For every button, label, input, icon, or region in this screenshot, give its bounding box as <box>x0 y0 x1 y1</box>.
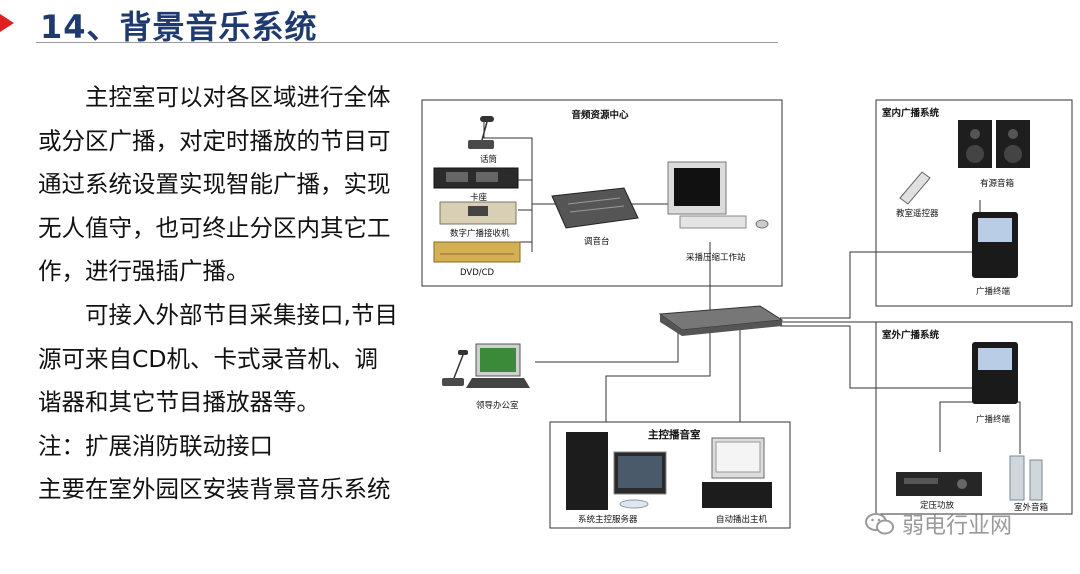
outdoor-speaker-icon <box>1009 455 1043 501</box>
label-mic: 话筒 <box>480 154 497 165</box>
tuner-icon <box>439 201 517 225</box>
remote-control-icon <box>899 171 931 205</box>
source-center-title: 音频资源中心 <box>571 109 629 121</box>
title-bar: 14、背景音乐系统 <box>0 0 1080 46</box>
title-divider <box>36 42 778 43</box>
label-tuner: 数字广播接收机 <box>450 228 510 239</box>
label-outdoor-terminal: 广播终端 <box>976 414 1011 425</box>
connection-lines <box>483 120 1021 454</box>
mixer-icon <box>551 187 639 229</box>
leader-laptop-icon <box>466 343 530 388</box>
system-diagram: 音频资源中心 室内广播系统 室外广播系统 主控播音室 话筒 <box>421 99 1073 529</box>
server-icon <box>566 432 667 510</box>
paragraph-outdoor: 主要在室外园区安装背景音乐系统 <box>38 475 391 504</box>
leader-microphone-icon <box>442 350 468 386</box>
outdoor-terminal-icon <box>972 342 1018 404</box>
body-text: 主控室可以对各区域进行全体或分区广播，对定时播放的节目可通过系统设置实现智能广播… <box>38 76 398 512</box>
dvd-player-icon <box>433 241 521 263</box>
label-cassette: 卡座 <box>470 192 488 203</box>
speakers-icon <box>958 120 1030 168</box>
wechat-icon <box>864 511 896 543</box>
auto-broadcast-host-icon <box>702 437 772 508</box>
label-speakers: 有源音箱 <box>980 178 1015 189</box>
title-arrow-icon <box>0 14 14 32</box>
watermark: 弱电行业网 <box>864 508 1012 543</box>
label-leader-office: 领导办公室 <box>476 400 519 411</box>
control-room-title: 主控播音室 <box>648 428 701 441</box>
paragraph-broadcast: 主控室可以对各区域进行全体或分区广播，对定时播放的节目可通过系统设置实现智能广播… <box>38 83 391 286</box>
indoor-title: 室内广播系统 <box>882 107 940 119</box>
label-outdoor-speaker: 室外音箱 <box>1014 502 1049 513</box>
cassette-deck-icon <box>433 167 519 189</box>
indoor-terminal-icon <box>972 212 1018 278</box>
paragraph-fire-note: 注：扩展消防联动接口 <box>38 431 273 460</box>
label-mixer: 调音台 <box>584 236 610 247</box>
page-title: 14、背景音乐系统 <box>40 8 318 46</box>
label-workstation: 采播压缩工作站 <box>686 252 746 263</box>
label-remote: 教室遥控器 <box>896 208 939 219</box>
workstation-icon <box>667 161 769 229</box>
network-switch-icon <box>658 305 784 336</box>
microphone-icon <box>468 116 494 149</box>
amplifier-icon <box>896 472 982 496</box>
label-indoor-terminal: 广播终端 <box>976 286 1011 297</box>
watermark-text: 弱电行业网 <box>902 514 1013 539</box>
label-dvd: DVD/CD <box>460 268 495 278</box>
outdoor-title: 室外广播系统 <box>882 329 940 341</box>
label-server: 系统主控服务器 <box>578 514 638 525</box>
paragraph-sources: 可接入外部节目采集接口,节目源可来自CD机、卡式录音机、调谐器和其它节目播放器等… <box>38 300 398 417</box>
label-amplifier: 定压功放 <box>920 500 955 511</box>
label-auto-host: 自动播出主机 <box>716 514 768 525</box>
